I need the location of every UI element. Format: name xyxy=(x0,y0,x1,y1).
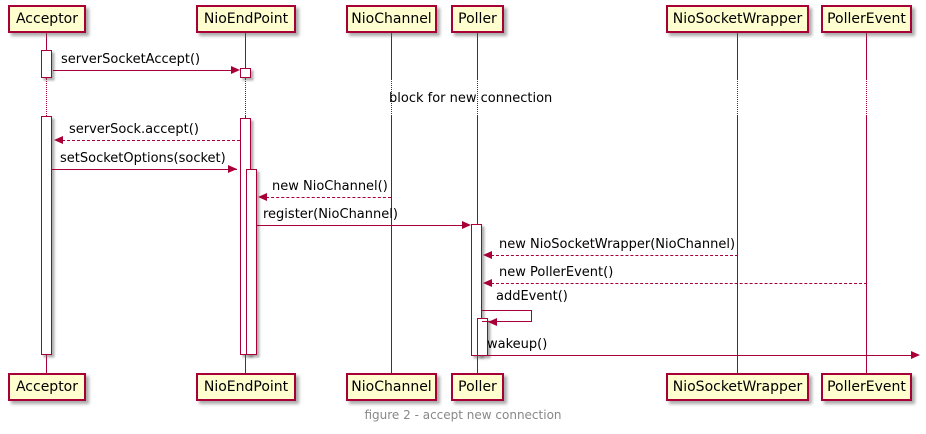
lifeline-pollerevent-delay xyxy=(866,78,867,116)
message-line-setsocketoptions xyxy=(52,169,237,170)
lifeline-niosocketwrapper-delay xyxy=(737,78,738,116)
participant-box-niosocketwrapper-top: NioSocketWrapper xyxy=(666,5,809,33)
arrowhead-left-icon xyxy=(54,136,63,144)
message-line-register-niochannel xyxy=(257,225,463,226)
message-label-setsocketoptions: setSocketOptions(socket) xyxy=(60,151,226,166)
lifeline-poller-top xyxy=(477,33,478,78)
participant-box-pollerevent-bottom: PollerEvent xyxy=(821,373,912,401)
participant-box-niosocketwrapper-bottom: NioSocketWrapper xyxy=(666,373,809,401)
delay-note: block for new connection xyxy=(389,91,553,106)
arrowhead-right-icon xyxy=(911,351,920,359)
message-line-new-niochannel xyxy=(266,197,391,198)
message-line-serversocketaccept xyxy=(53,70,232,71)
arrowhead-left-icon xyxy=(488,318,497,326)
arrowhead-left-icon xyxy=(258,193,267,201)
lifeline-niochannel-delay xyxy=(391,78,392,116)
message-line-new-niosocketwrapper xyxy=(491,255,738,256)
arrowhead-left-icon xyxy=(483,279,492,287)
lifeline-niochannel-top xyxy=(391,33,392,78)
arrowhead-right-icon xyxy=(462,221,471,229)
message-line-serversock-accept xyxy=(62,140,240,141)
lifeline-nioendpoint-top xyxy=(245,33,246,78)
participant-box-niochannel-top: NioChannel xyxy=(346,5,437,33)
message-label-register-niochannel: register(NioChannel) xyxy=(263,207,398,222)
participant-box-acceptor-bottom: Acceptor xyxy=(8,373,86,401)
activation-acceptor-first xyxy=(41,50,52,78)
lifeline-poller-delay xyxy=(477,78,478,116)
participant-box-niochannel-bottom: NioChannel xyxy=(346,373,437,401)
message-label-new-pollerevent: new PollerEvent() xyxy=(499,265,614,280)
activation-nioendpoint-first xyxy=(240,68,251,78)
activation-poller-main xyxy=(471,224,482,356)
lifeline-pollerevent-top xyxy=(866,33,867,78)
lifeline-niosocketwrapper-main xyxy=(737,116,738,373)
arrowhead-right-icon xyxy=(228,165,237,173)
message-label-new-niosocketwrapper: new NioSocketWrapper(NioChannel) xyxy=(499,237,736,252)
lifeline-niochannel-main xyxy=(391,116,392,373)
message-label-serversock-accept: serverSock.accept() xyxy=(69,122,199,137)
activation-acceptor-main xyxy=(41,116,52,355)
self-call-loop xyxy=(482,310,532,322)
arrowhead-right-icon xyxy=(231,66,240,74)
lifeline-pollerevent-main xyxy=(866,116,867,373)
diagram-caption: figure 2 - accept new connection xyxy=(364,408,562,422)
participant-box-nioendpoint-top: NioEndPoint xyxy=(196,5,296,33)
lifeline-nioendpoint-delay xyxy=(245,78,246,116)
message-label-serversocketaccept: serverSocketAccept() xyxy=(61,52,201,67)
arrowhead-left-icon xyxy=(483,251,492,259)
participant-box-poller-bottom: Poller xyxy=(451,373,504,401)
message-line-wakeup xyxy=(488,355,912,356)
message-line-new-pollerevent xyxy=(491,283,867,284)
message-label-new-niochannel: new NioChannel() xyxy=(272,179,388,194)
participant-box-nioendpoint-bottom: NioEndPoint xyxy=(196,373,296,401)
participant-box-poller-top: Poller xyxy=(451,5,504,33)
participant-box-pollerevent-top: PollerEvent xyxy=(821,5,912,33)
lifeline-acceptor-delay xyxy=(46,78,47,116)
participant-box-acceptor-top: Acceptor xyxy=(8,5,86,33)
activation-poller-nested xyxy=(477,318,488,356)
message-label-wakeup: wakeup() xyxy=(487,337,548,352)
activation-nioendpoint-inner xyxy=(246,169,257,355)
lifeline-niosocketwrapper-top xyxy=(737,33,738,78)
message-label-addevent: addEvent() xyxy=(496,289,568,304)
